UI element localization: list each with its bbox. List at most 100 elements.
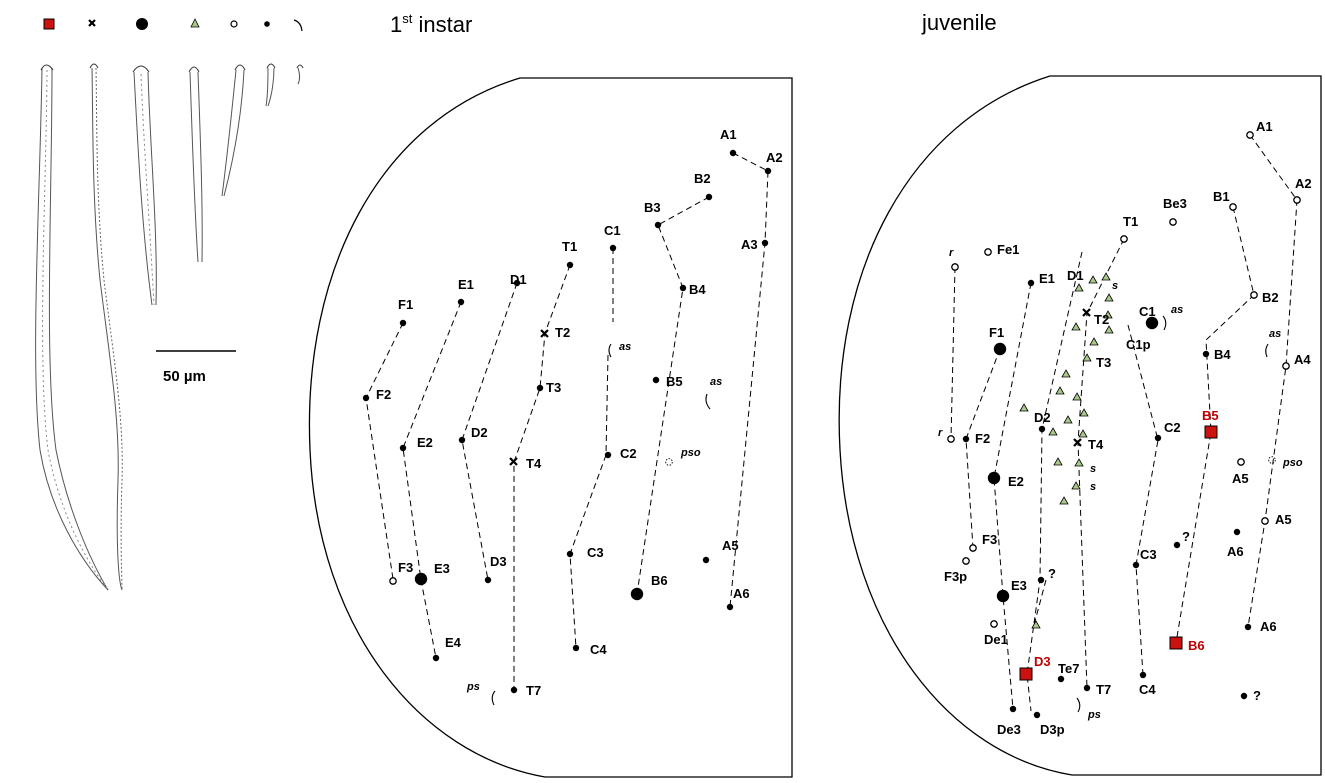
seta-D3 xyxy=(484,576,492,584)
label-E2: E2 xyxy=(1008,474,1024,489)
label-F3: F3 xyxy=(982,532,997,547)
seta-B4 xyxy=(679,284,687,292)
label-E1: E1 xyxy=(458,277,474,292)
label-T3: T3 xyxy=(1096,355,1111,370)
triangle-13 xyxy=(1019,403,1029,412)
seta-q1 xyxy=(1173,541,1181,549)
seta-A6f xyxy=(1233,528,1241,536)
seta-E3 xyxy=(414,572,428,586)
seta-E1 xyxy=(457,298,465,306)
label-s1: s xyxy=(1112,280,1118,292)
label-as1: as xyxy=(619,341,631,353)
seta-T4 xyxy=(509,457,518,466)
label-B5: B5 xyxy=(1202,408,1219,423)
seta-B6 xyxy=(630,587,644,601)
small-dot-icon xyxy=(264,21,270,27)
triangle-1 xyxy=(1074,283,1084,292)
label-B4: B4 xyxy=(1214,347,1231,362)
cross-icon xyxy=(88,19,96,27)
label-Te7: Te7 xyxy=(1058,661,1079,676)
triangle-5 xyxy=(1103,310,1113,319)
seta-r-1 xyxy=(951,263,959,271)
triangle-4 xyxy=(1104,293,1114,302)
label-De3: De3 xyxy=(997,722,1021,737)
seta-drawing-1 xyxy=(35,64,109,591)
red-square-icon xyxy=(43,18,55,30)
first-instar-lines xyxy=(365,152,769,690)
label-ps: ps xyxy=(466,681,480,693)
juvenile-panel: A1 A2 B1 Be3 T1 Fe1 r D1 s E1 B2 C1 as T… xyxy=(838,75,1322,776)
label-pso: pso xyxy=(1282,457,1303,469)
seta-C2 xyxy=(604,451,612,459)
legend xyxy=(43,18,303,32)
label-B5: B5 xyxy=(666,374,683,389)
label-A3: A3 xyxy=(741,237,758,252)
seta-C3 xyxy=(1132,561,1140,569)
label-F3p: F3p xyxy=(944,569,967,584)
seta-C1 xyxy=(1145,316,1159,330)
juvenile-outline xyxy=(838,75,1322,776)
seta-D2 xyxy=(1038,425,1046,433)
triangle-16 xyxy=(1048,427,1058,436)
seta-C2 xyxy=(1154,434,1162,442)
label-B6: B6 xyxy=(651,573,668,588)
first-instar-panel: A1 A2 B2 B3 A3 C1 T1 B4 D1 E1 F1 T2 as B… xyxy=(308,77,793,778)
label-T7: T7 xyxy=(1096,682,1111,697)
label-as2: as xyxy=(1269,328,1281,340)
seta-E4 xyxy=(432,654,440,662)
seta-T7 xyxy=(510,686,518,694)
label-r1: r xyxy=(949,247,954,259)
first-instar-outline xyxy=(308,77,793,778)
label-D3: D3 xyxy=(1034,654,1051,669)
label-T7: T7 xyxy=(526,683,541,698)
seta-Fe1 xyxy=(984,248,992,256)
label-C3: C3 xyxy=(1140,547,1157,562)
juvenile-setae xyxy=(947,131,1301,719)
label-E3: E3 xyxy=(434,561,450,576)
triangle-17 xyxy=(1078,429,1088,438)
label-D1: D1 xyxy=(510,272,527,287)
label-E3: E3 xyxy=(1011,578,1027,593)
label-as2: as xyxy=(710,376,722,388)
label-F2: F2 xyxy=(376,387,391,402)
seta-F1 xyxy=(399,319,407,327)
juvenile-labels: A1 A2 B1 Be3 T1 Fe1 r D1 s E1 B2 C1 as T… xyxy=(938,119,1312,737)
seta-q4 xyxy=(1240,692,1248,700)
label-D2: D2 xyxy=(471,425,488,440)
label-A2: A2 xyxy=(766,150,783,165)
label-A1: A1 xyxy=(1256,119,1273,134)
seta-drawing-2 xyxy=(89,63,123,591)
seta-B2 xyxy=(1250,291,1258,299)
seta-A5 xyxy=(1261,517,1269,525)
label-D2: D2 xyxy=(1034,410,1051,425)
label-F1: F1 xyxy=(989,325,1004,340)
label-B2: B2 xyxy=(1262,290,1279,305)
label-q4: ? xyxy=(1253,688,1261,703)
seta-drawing-7 xyxy=(296,64,304,85)
triangle-22 xyxy=(1031,620,1041,629)
seta-De3 xyxy=(1009,705,1017,713)
seta-B5 xyxy=(652,376,660,384)
label-pso: pso xyxy=(680,447,701,459)
seta-B4 xyxy=(1202,350,1210,358)
seta-drawing-6 xyxy=(265,63,276,107)
seta-ps xyxy=(1076,697,1081,713)
seta-B2 xyxy=(705,193,713,201)
seta-D2 xyxy=(458,436,466,444)
label-A1: A1 xyxy=(720,127,737,142)
label-A5: A5 xyxy=(722,538,739,553)
label-T2: T2 xyxy=(555,325,570,340)
seta-T1 xyxy=(566,261,574,269)
seta-B5 xyxy=(1204,425,1218,439)
label-C1: C1 xyxy=(1139,304,1156,319)
seta-De1 xyxy=(990,620,998,628)
triangle-20 xyxy=(1071,481,1081,490)
seta-B3 xyxy=(654,221,662,229)
seta-F2 xyxy=(362,394,370,402)
seta-pso xyxy=(665,458,673,466)
seta-A6 xyxy=(726,603,734,611)
label-C2: C2 xyxy=(620,446,637,461)
seta-E2 xyxy=(399,444,407,452)
triangle-6 xyxy=(1104,325,1114,334)
seta-A2 xyxy=(764,167,772,175)
